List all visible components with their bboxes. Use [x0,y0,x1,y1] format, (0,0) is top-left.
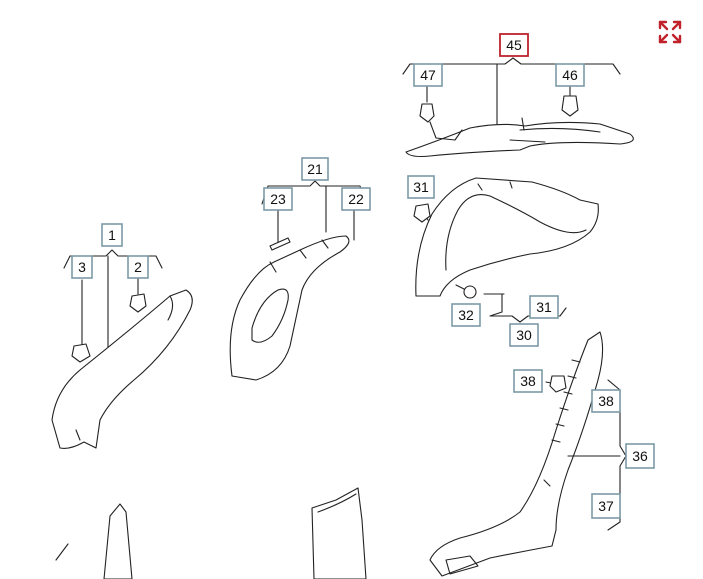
label-46-text: 46 [562,67,578,83]
part-clip-31 [413,203,431,223]
label-38-left-text: 38 [520,373,536,389]
expand-button[interactable] [656,18,684,46]
part-clip-38 [549,375,567,393]
label-31-upper-text: 31 [413,179,429,195]
label-2[interactable]: 2 [127,255,149,279]
label-36[interactable]: 36 [625,443,655,469]
part-lower-pillar [429,331,604,577]
label-32[interactable]: 32 [451,303,481,327]
part-b-pillar-upper [229,235,350,381]
group-1-leaders [63,249,163,361]
label-1-text: 1 [108,227,116,243]
label-38-right[interactable]: 38 [591,389,621,413]
part-clip-47 [419,103,435,123]
label-38-right-text: 38 [598,393,614,409]
label-32-text: 32 [458,307,474,323]
label-30[interactable]: 30 [509,323,539,347]
label-37[interactable]: 37 [591,493,621,519]
label-31-lower[interactable]: 31 [529,295,559,319]
label-36-text: 36 [632,448,648,464]
label-22-text: 22 [348,191,364,207]
part-screw-32 [455,284,477,299]
label-45-text: 45 [506,37,522,53]
group-21-leaders [261,180,367,243]
label-23[interactable]: 23 [263,187,293,211]
label-3-text: 3 [78,259,86,275]
label-3[interactable]: 3 [71,255,93,279]
part-clip-46 [561,95,579,117]
label-45[interactable]: 45 [499,33,529,57]
label-22[interactable]: 22 [341,187,371,211]
label-21-text: 21 [307,161,323,177]
label-21[interactable]: 21 [301,157,329,181]
label-46[interactable]: 46 [555,63,585,87]
part-a-pillar [51,289,193,449]
label-2-text: 2 [134,259,142,275]
label-38-left[interactable]: 38 [513,369,543,393]
part-clip-2 [129,293,147,313]
label-23-text: 23 [270,191,286,207]
label-31-lower-text: 31 [536,299,552,315]
label-30-text: 30 [516,327,532,343]
part-roof-trim [405,117,634,158]
label-1[interactable]: 1 [101,223,123,247]
group-45-leaders [402,57,621,125]
label-31-upper[interactable]: 31 [407,175,435,199]
part-bottom-middle [311,487,367,579]
expand-arrows-icon [658,20,682,44]
part-bottom-left [55,503,133,579]
label-47-text: 47 [420,67,436,83]
part-clip-3 [71,343,91,363]
label-37-text: 37 [598,498,614,514]
part-c-pillar [415,177,599,297]
label-47[interactable]: 47 [413,63,443,87]
